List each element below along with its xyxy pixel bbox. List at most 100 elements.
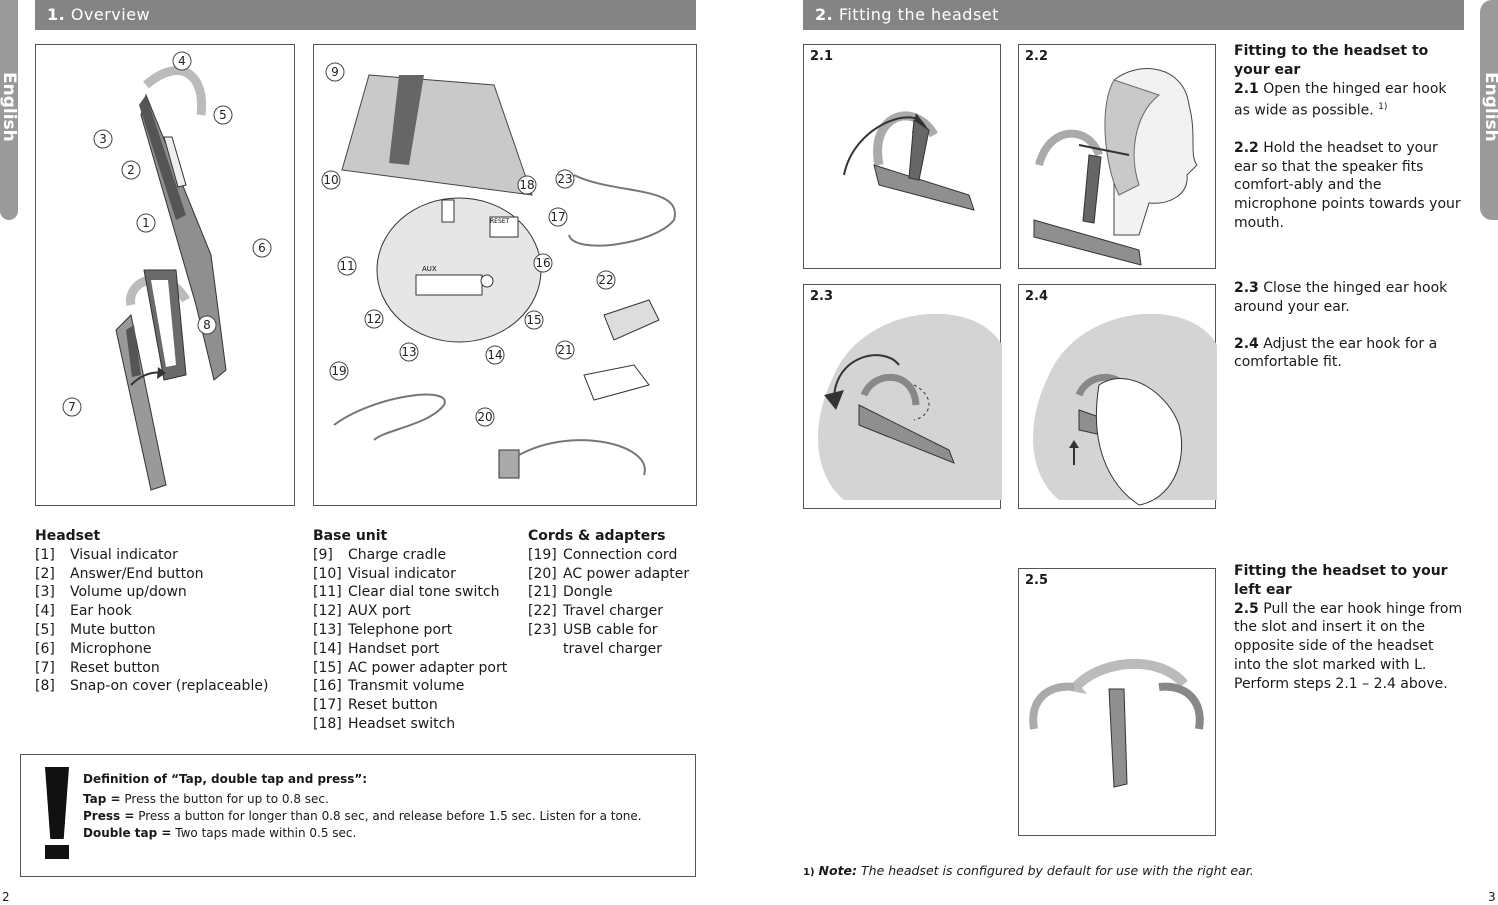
item-label: Handset port	[348, 640, 440, 657]
exclamation-icon	[45, 767, 69, 859]
list-item: [4] Ear hook	[35, 602, 305, 621]
list-item: [9]Charge cradle	[313, 546, 523, 565]
callout-circle	[325, 62, 345, 82]
item-number: [6]	[35, 640, 55, 657]
item-number: [10]	[313, 565, 342, 582]
item-number: [16]	[313, 678, 342, 695]
cords-list-title: Cords & adapters	[528, 528, 666, 544]
callout-circle	[329, 361, 349, 381]
list-item: [16] Transmit volume	[313, 677, 523, 696]
item-number: [17]	[313, 697, 342, 714]
item-label: Volume up/down	[70, 584, 187, 601]
callout-circle	[93, 129, 113, 149]
item-label: Connection cord	[563, 546, 678, 563]
callout-number: 4	[178, 54, 186, 68]
list-item: [12] AUX port	[313, 602, 523, 621]
item-label: Mute button	[70, 621, 156, 638]
item-label: Reset button	[70, 659, 160, 676]
item-number: [13]	[313, 621, 342, 638]
footnote: 1) Note: The headset is configured by de…	[803, 863, 1254, 878]
item-label: Ear hook	[70, 603, 132, 620]
callout-number: 14	[487, 348, 502, 362]
callout-number: 19	[331, 364, 346, 378]
callout-number: 21	[557, 343, 572, 357]
callout-circle	[475, 407, 495, 427]
callout-number: 16	[535, 256, 550, 270]
list-item: [14] Handset port	[313, 640, 523, 659]
item-number: [12]	[313, 603, 342, 620]
callout-number: 12	[366, 312, 381, 326]
cords-parts-list: Cords & adapters [19] Connection cord [20]…	[528, 527, 698, 659]
item-number: [11]	[313, 584, 342, 601]
item-label: Answer/End button	[70, 565, 204, 582]
callout-circle	[252, 238, 272, 258]
callout-circle	[121, 160, 141, 180]
list-item: [1]Visual indicator	[35, 546, 305, 565]
item-label: Transmit volume	[348, 678, 465, 695]
callout-number: 23	[557, 172, 572, 186]
item-label: Travel charger	[563, 603, 663, 620]
item-label: Snap-on cover (replaceable)	[70, 678, 269, 695]
item-number: [4]	[35, 603, 55, 620]
callout-circle	[197, 315, 217, 335]
item-number: [19]	[528, 546, 557, 563]
definition-note-box: Definition of “Tap, double tap and press…	[20, 754, 696, 877]
figure-2-2: 2.2	[1018, 44, 1216, 269]
item-number: [3]	[35, 584, 55, 601]
item-number: [2]	[35, 565, 55, 582]
callout-number: 5	[219, 108, 227, 122]
right-ear-instructions: Fitting to the headset to your ear 2.1 O…	[1234, 42, 1464, 233]
item-number: [21]	[528, 584, 557, 601]
ear-hook-instructions: 2.3 Close the hinged ear hook around you…	[1234, 279, 1464, 372]
callout-number: 17	[550, 210, 565, 224]
section-header-overview: 1. Overview	[35, 0, 696, 30]
callout-circle	[337, 256, 357, 276]
callout-circle	[485, 345, 505, 365]
item-number: [7]	[35, 659, 55, 676]
item-label: Visual indicator	[70, 546, 178, 563]
callout-circle	[62, 397, 82, 417]
item-number: [20]	[528, 565, 557, 582]
note-line: Press = Press a button for longer than 0…	[83, 809, 642, 823]
callout-circle	[213, 105, 233, 125]
side-tab-left: English	[0, 0, 19, 220]
item-label: AUX port	[348, 603, 411, 620]
list-item: [10]Visual indicator	[313, 565, 523, 584]
left-ear-title: Fitting the headset to your left ear	[1234, 563, 1448, 598]
headset-list-title: Headset	[35, 528, 101, 544]
item-label: Headset switch	[348, 715, 456, 732]
list-item: [20]AC power adapter	[528, 565, 698, 584]
step-2-4: 2.4 Adjust the ear hook for a comfortabl…	[1234, 335, 1438, 371]
list-item: [7] Reset button	[35, 659, 305, 678]
item-number: [14]	[313, 640, 342, 657]
item-number: [8]	[35, 678, 55, 695]
callout-circle	[136, 213, 156, 233]
page-number-left: 2	[2, 890, 10, 904]
headset-parts-list: Headset [1]Visual indicator[2] Answer/End…	[35, 527, 305, 696]
callout-circle	[555, 340, 575, 360]
note-line: Double tap = Two taps made within 0.5 se…	[83, 826, 357, 840]
right-ear-title: Fitting to the headset to your ear	[1234, 43, 1429, 78]
callout-circle	[548, 207, 568, 227]
item-number: [18]	[313, 715, 342, 732]
list-item: [5]Mute button	[35, 621, 305, 640]
item-label: Telephone port	[348, 621, 453, 638]
callout-circle	[364, 309, 384, 329]
list-item: [13] Telephone port	[313, 621, 523, 640]
svg-text:AUX: AUX	[422, 265, 437, 273]
item-label: Reset button	[348, 697, 438, 714]
item-label: Dongle	[563, 584, 613, 601]
callout-circle	[596, 270, 616, 290]
figure-2-5: 2.5	[1018, 568, 1216, 836]
callout-number: 10	[323, 173, 338, 187]
item-number: [15]	[313, 659, 342, 676]
step-2-1: 2.1 Open the hinged ear hook as wide as …	[1234, 80, 1447, 120]
item-label: AC power adapter port	[348, 659, 508, 676]
figure-2-1: 2.1	[803, 44, 1001, 269]
callout-number: 18	[519, 178, 534, 192]
item-label: Microphone	[70, 640, 152, 657]
callout-number: 2	[127, 163, 135, 177]
